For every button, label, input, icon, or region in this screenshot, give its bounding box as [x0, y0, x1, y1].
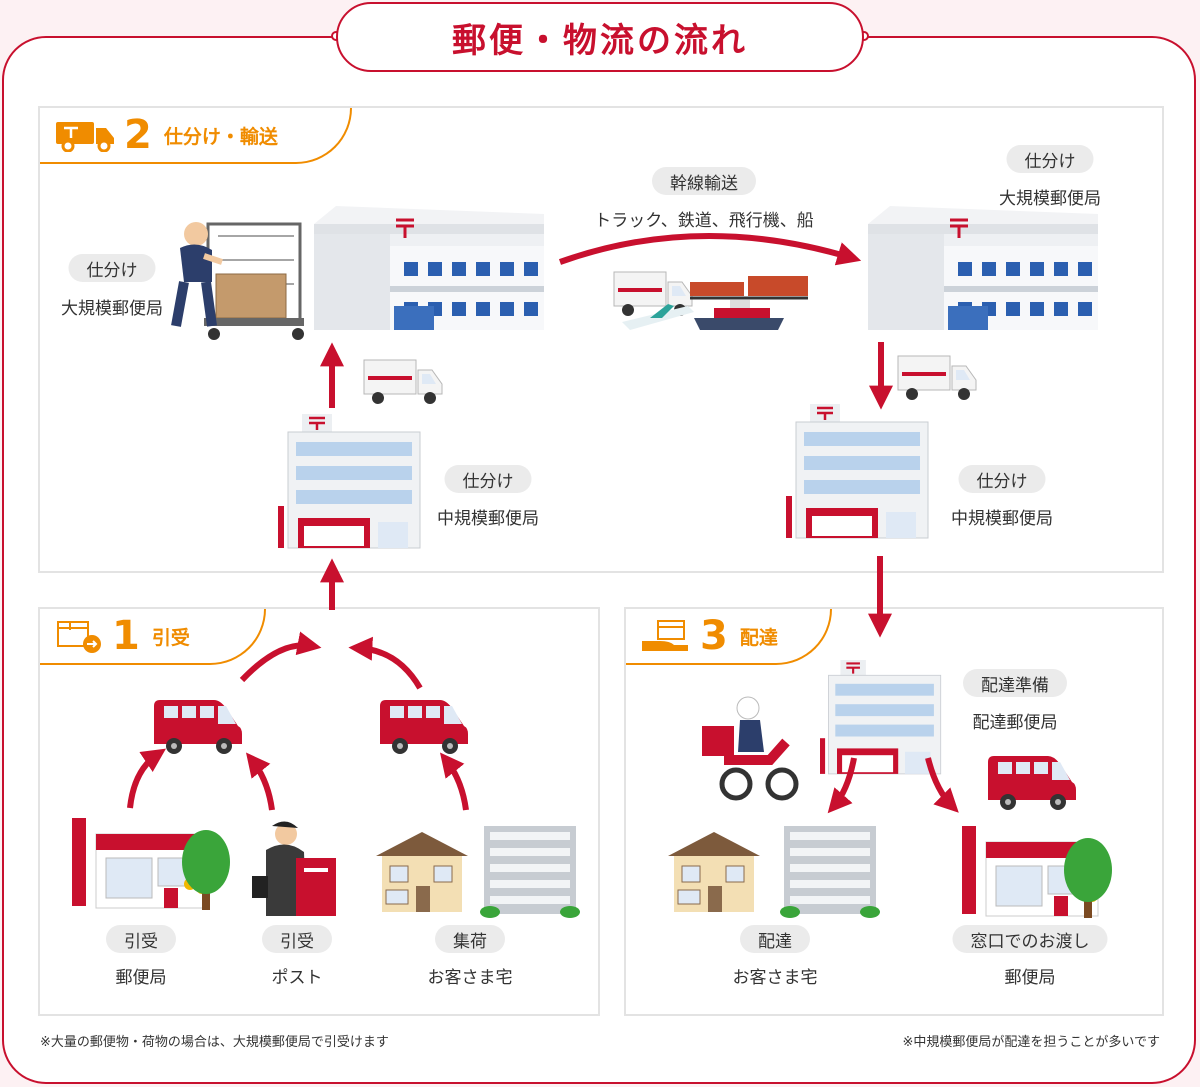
trunk-transport-modes: トラック、鉄道、飛行機、船: [594, 211, 814, 231]
mid-office-right-label: 中規模郵便局: [951, 509, 1053, 529]
large-office-left-label: 大規模郵便局: [61, 299, 163, 319]
trunk-transport-pill: 幹線輸送: [652, 167, 756, 195]
section-number-2: 2: [124, 112, 152, 158]
hand-parcel-icon: [642, 620, 688, 651]
section-number-3: 3: [700, 613, 728, 659]
section-label-acceptance: 引受: [151, 626, 190, 649]
delivery-office-pill: 配達準備: [963, 669, 1067, 697]
acceptance-post-office-pill: 引受: [106, 925, 176, 953]
large-office-right-pill: 仕分け: [1006, 145, 1094, 173]
parcel-arrow-icon: [57, 621, 101, 653]
footnote-right: ※中規模郵便局が配達を担うことが多いです: [902, 1035, 1160, 1050]
mid-office-left-pill: 仕分け: [444, 465, 532, 493]
delivery-office-label: 配達郵便局: [972, 713, 1058, 733]
delivery-counter-label: 郵便局: [1004, 968, 1056, 988]
acceptance-post-office-label: 郵便局: [115, 968, 167, 988]
section-label-sort-transport: 仕分け・輸送: [163, 125, 278, 148]
section-tab-delivery: 3 配達: [626, 609, 832, 665]
acceptance-pickup-pill: 集荷: [435, 925, 505, 953]
large-office-left-pill: 仕分け: [68, 254, 156, 282]
footnote-left: ※大量の郵便物・荷物の場合は、大規模郵便局で引受けます: [40, 1035, 389, 1050]
acceptance-postbox-pill: 引受: [262, 925, 332, 953]
mid-office-left-label: 中規模郵便局: [437, 509, 539, 529]
delivery-home-label: お客さま宅: [732, 968, 818, 988]
page-title: 郵便・物流の流れ: [336, 2, 864, 72]
delivery-home-pill: 配達: [740, 925, 810, 953]
section-tab-sort-transport: 2 仕分け・輸送: [40, 108, 352, 164]
section-tab-acceptance: 1 引受: [40, 609, 266, 665]
delivery-counter-pill: 窓口でのお渡し: [952, 925, 1108, 953]
large-office-right-label: 大規模郵便局: [999, 189, 1101, 209]
section-number-1: 1: [112, 613, 140, 659]
acceptance-pickup-label: お客さま宅: [427, 968, 513, 988]
section-label-delivery: 配達: [739, 626, 778, 649]
truck-icon: [56, 122, 114, 152]
mid-office-right-pill: 仕分け: [958, 465, 1046, 493]
sort-transport-panel: [38, 106, 1164, 573]
acceptance-postbox-label: ポスト: [271, 968, 323, 988]
